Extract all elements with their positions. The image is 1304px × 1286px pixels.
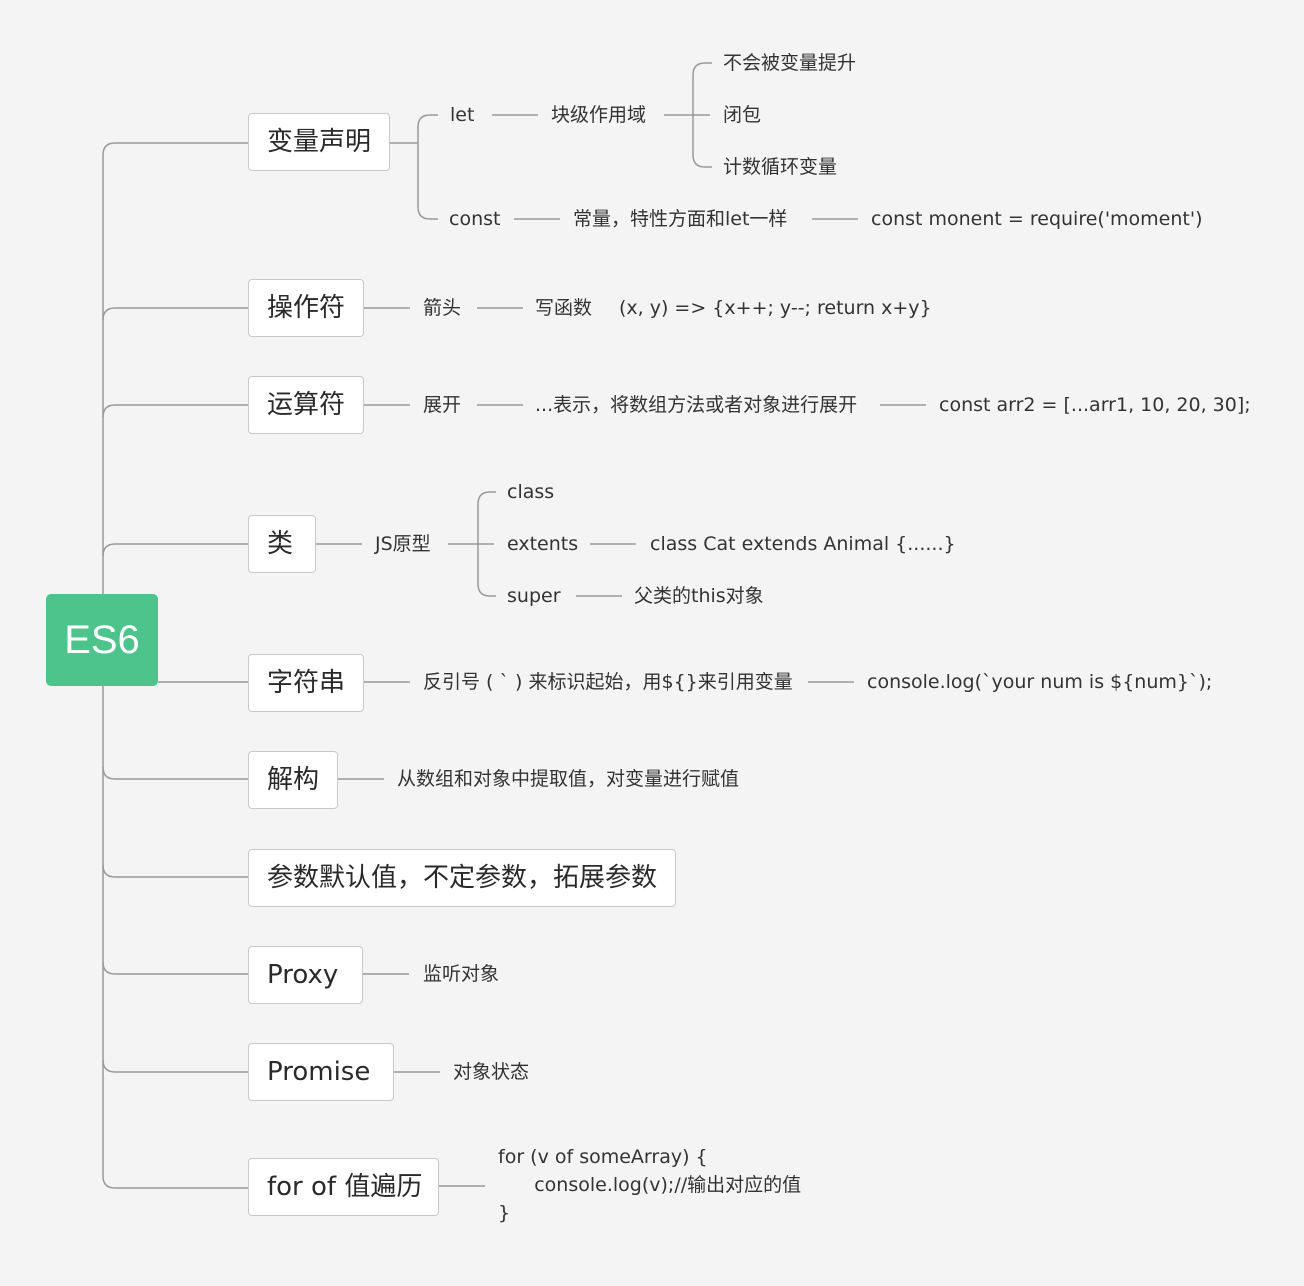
root-node[interactable]: ES6 xyxy=(46,594,158,686)
topic-const-desc[interactable]: 常量，特性方面和let一样 xyxy=(573,208,788,230)
node-class[interactable]: 类 xyxy=(248,515,316,573)
topic-spread-example[interactable]: const arr2 = [...arr1, 10, 20, 30]; xyxy=(939,394,1251,416)
node-string[interactable]: 字符串 xyxy=(248,654,364,712)
node-params[interactable]: 参数默认值，不定参数，拓展参数 xyxy=(248,849,676,907)
topic-arrow-desc[interactable]: 写函数 xyxy=(535,297,593,319)
node-destructure[interactable]: 解构 xyxy=(248,751,338,809)
topic-proxy-desc[interactable]: 监听对象 xyxy=(423,963,500,985)
connector-promise xyxy=(102,1059,249,1073)
topic-let-feature-0[interactable]: 不会被变量提升 xyxy=(723,52,857,74)
node-compute[interactable]: 运算符 xyxy=(248,376,364,434)
topic-arrow-example[interactable]: (x, y) => {x++; y--; return x+y} xyxy=(619,297,932,319)
node-operator[interactable]: 操作符 xyxy=(248,279,364,337)
connector-params xyxy=(102,864,249,878)
topic-let-scope[interactable]: 块级作用域 xyxy=(551,104,647,126)
topic-super-desc[interactable]: 父类的this对象 xyxy=(634,585,764,607)
topic-extents[interactable]: extents xyxy=(507,533,579,555)
topic-const-example[interactable]: const monent = require('moment') xyxy=(871,208,1203,230)
topic-class-kw[interactable]: class xyxy=(507,481,555,503)
connector-class xyxy=(102,543,249,557)
node-proxy[interactable]: Proxy xyxy=(248,946,363,1004)
topic-destructure-desc[interactable]: 从数组和对象中提取值，对变量进行赋值 xyxy=(397,768,740,790)
topic-spread-desc[interactable]: ...表示，将数组方法或者对象进行展开 xyxy=(535,394,858,416)
connector-operator xyxy=(102,307,249,321)
topic-promise-desc[interactable]: 对象状态 xyxy=(453,1061,530,1083)
node-var-decl[interactable]: 变量声明 xyxy=(248,113,390,171)
topic-forof-code[interactable]: for (v of someArray) { console.log(v);//… xyxy=(498,1146,802,1224)
node-promise[interactable]: Promise xyxy=(248,1043,394,1101)
topic-let-feature-2[interactable]: 计数循环变量 xyxy=(723,156,838,178)
connector-compute xyxy=(102,404,249,418)
topic-const[interactable]: const xyxy=(449,208,501,230)
connector-forof xyxy=(102,1175,249,1189)
connector-var-decl xyxy=(102,142,249,156)
topic-super[interactable]: super xyxy=(507,585,561,607)
connector-proxy xyxy=(102,961,249,975)
connector-destructure xyxy=(102,766,249,780)
topic-proto[interactable]: JS原型 xyxy=(375,533,431,555)
topic-arrow[interactable]: 箭头 xyxy=(423,297,462,319)
topic-spread[interactable]: 展开 xyxy=(423,394,462,416)
topic-extents-example[interactable]: class Cat extends Animal {......} xyxy=(650,533,956,555)
topic-string-desc[interactable]: 反引号 ( ` ) 来标识起始，用${}来引用变量 xyxy=(423,671,793,693)
topic-string-example[interactable]: console.log(`your num is ${num}`); xyxy=(867,671,1213,693)
topic-let[interactable]: let xyxy=(450,104,475,126)
topic-let-feature-1[interactable]: 闭包 xyxy=(723,104,762,126)
node-forof[interactable]: for of 值遍历 xyxy=(248,1158,439,1216)
